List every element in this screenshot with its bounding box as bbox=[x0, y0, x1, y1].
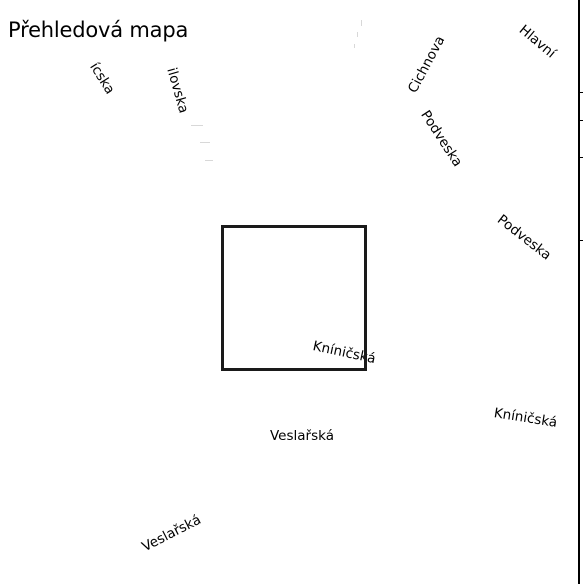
street-label-ilovska: ilovska bbox=[163, 65, 192, 116]
map-artifact bbox=[357, 32, 358, 37]
map-artifact bbox=[200, 142, 210, 143]
street-label-cichnova: Cichnova bbox=[404, 33, 449, 96]
panel-edge bbox=[578, 0, 580, 584]
panel-edge-tick bbox=[578, 120, 583, 121]
panel-edge-tick bbox=[578, 240, 583, 241]
street-label-podveska-1: Podveska bbox=[417, 107, 466, 170]
map-artifact bbox=[205, 160, 213, 161]
street-label-hlavni: Hlavní bbox=[515, 21, 559, 62]
street-label-veslarska-2: Veslařská bbox=[139, 511, 204, 556]
street-label-icska: ícska bbox=[86, 59, 118, 98]
street-label-kninicska-2: Kníničská bbox=[492, 405, 559, 431]
map-artifact bbox=[361, 20, 362, 26]
street-label-veslarska-1: Veslařská bbox=[270, 428, 334, 444]
street-label-podveska-2: Podveska bbox=[494, 211, 555, 264]
map-artifact bbox=[354, 44, 355, 48]
map-artifact bbox=[191, 125, 203, 126]
viewport-rectangle[interactable] bbox=[221, 225, 367, 371]
map-title: Přehledová mapa bbox=[8, 18, 189, 42]
panel-edge-tick bbox=[578, 92, 583, 93]
panel-edge-tick bbox=[578, 157, 583, 158]
